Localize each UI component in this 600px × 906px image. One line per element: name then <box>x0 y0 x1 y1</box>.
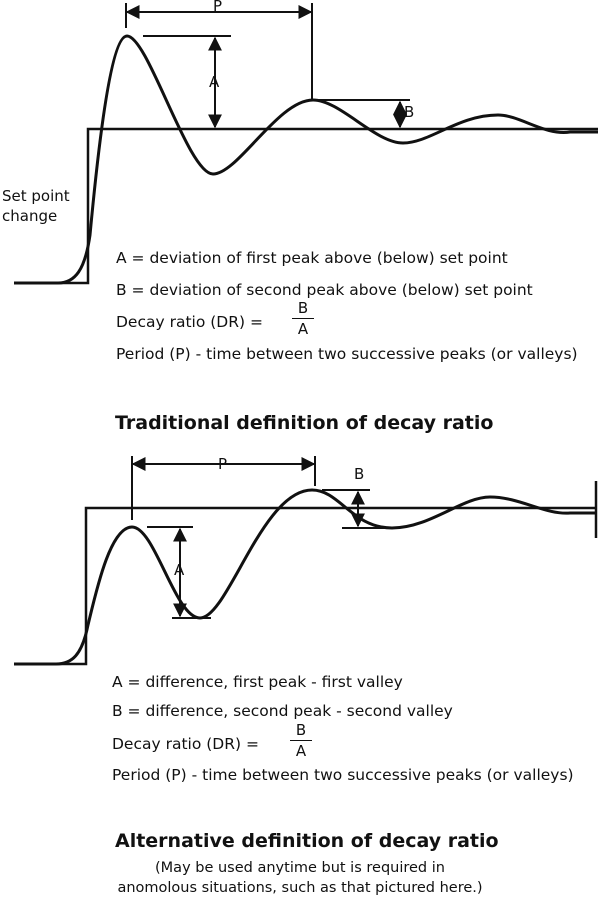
fraction-numerator-2: B <box>295 721 307 739</box>
b-label-2: B <box>354 465 365 483</box>
diagram-1 <box>14 3 598 285</box>
definition-b-2: B = difference, second peak - second val… <box>112 702 453 720</box>
set-point-label-line-2: change <box>2 207 58 225</box>
caption-traditional: Traditional definition of decay ratio <box>115 412 494 434</box>
set-point-label-line-1: Set point <box>2 187 70 205</box>
caption-note-line-2: anomolous situations, such as that pictu… <box>117 880 483 896</box>
b-label-1: B <box>404 103 415 121</box>
definition-a-2: A = difference, first peak - first valle… <box>112 673 403 691</box>
setpoint-line-2 <box>14 506 596 666</box>
decay-ratio-fraction-1: B A <box>292 300 314 337</box>
definition-period-2: Period (P) - time between two successive… <box>112 766 574 784</box>
definition-period-1: Period (P) - time between two successive… <box>116 345 578 363</box>
fraction-denominator-1: A <box>297 320 309 338</box>
fraction-denominator-2: A <box>295 742 307 760</box>
a-label-1: A <box>209 73 220 91</box>
decay-ratio-formula-1: Decay ratio (DR) = <box>116 313 263 331</box>
fraction-numerator-1: B <box>297 299 309 317</box>
caption-note-line-1: (May be used anytime but is required in <box>155 860 445 876</box>
decay-ratio-formula-2: Decay ratio (DR) = <box>112 735 259 753</box>
period-label-2: P <box>218 455 228 473</box>
response-curve-1 <box>14 34 598 285</box>
definition-b-1: B = deviation of second peak above (belo… <box>116 281 533 299</box>
diagram-2 <box>14 456 598 666</box>
a-label-2: A <box>174 561 185 579</box>
period-label-1: P <box>213 0 223 15</box>
caption-alternative: Alternative definition of decay ratio <box>115 830 499 852</box>
definition-a-1: A = deviation of first peak above (below… <box>116 249 508 267</box>
response-curve-2 <box>14 488 596 666</box>
decay-ratio-fraction-2: B A <box>290 722 312 759</box>
